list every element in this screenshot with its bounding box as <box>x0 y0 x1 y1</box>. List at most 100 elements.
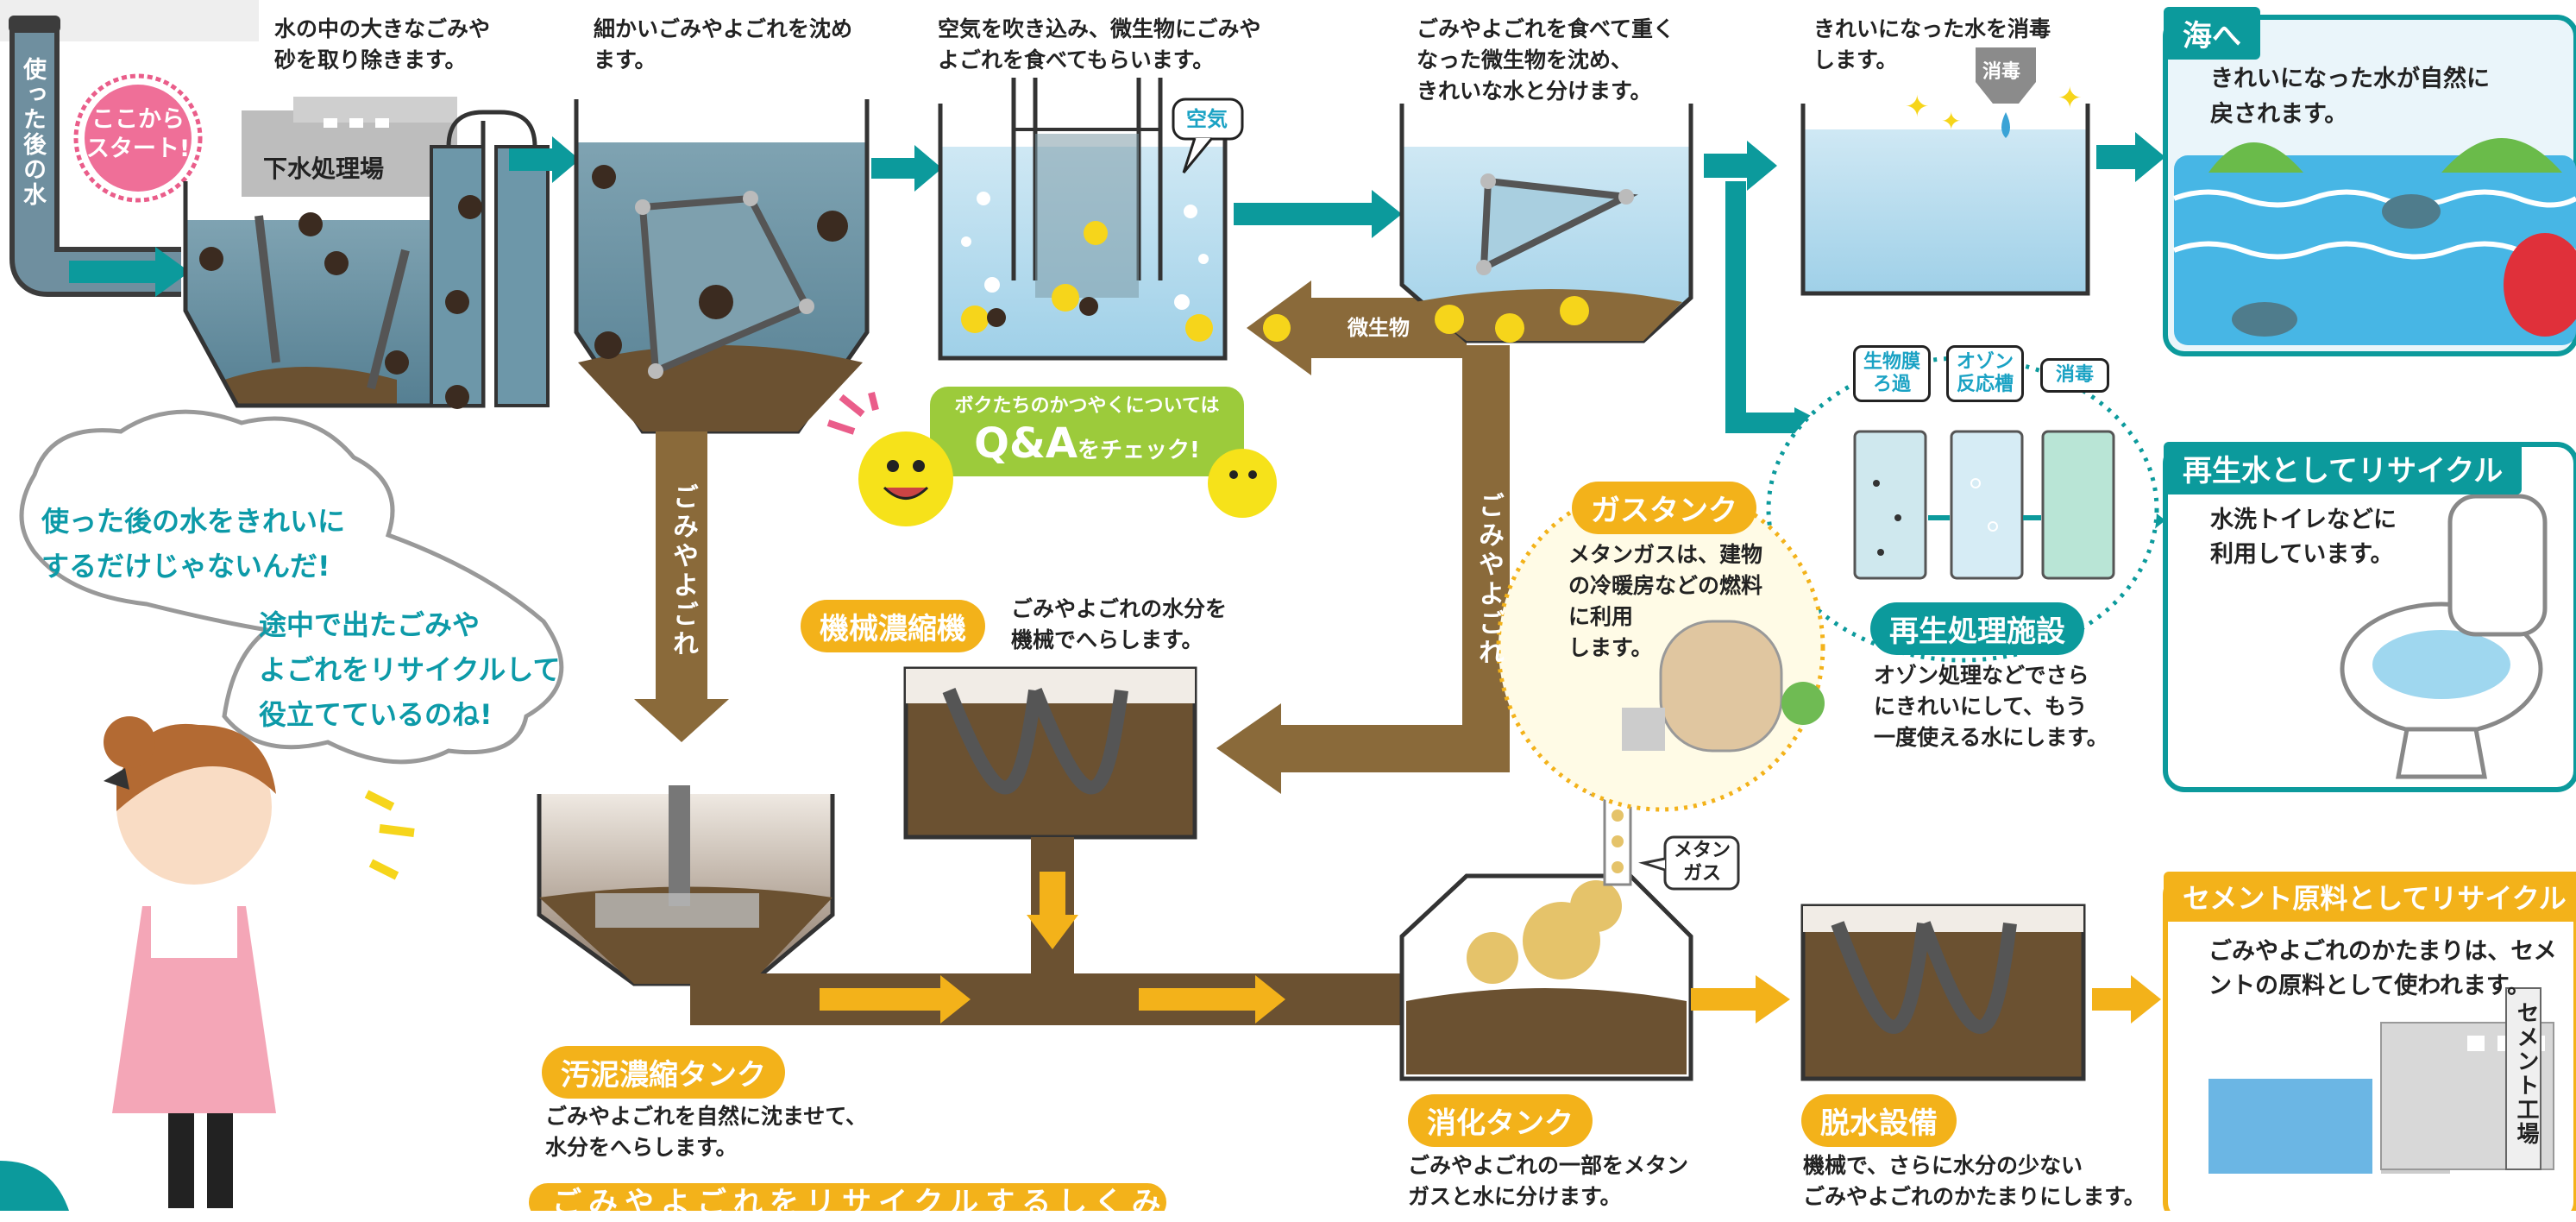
air-bubble-callout <box>1172 98 1244 173</box>
arrow-to-cement <box>2092 975 2161 1024</box>
screen-desc-2: 砂を取り除きます。 <box>274 47 467 72</box>
cement-desc-2: ントの原料として使われます。 <box>2208 973 2531 999</box>
cement-title: セメント原料としてリサイクル <box>2164 872 2576 922</box>
methane-line1: メタン <box>1673 840 1731 861</box>
qa-line2-rest: をチェック! <box>1077 438 1200 463</box>
start-label: ここから スタート! <box>85 105 192 164</box>
mech-desc-2: 機械でへらします。 <box>1011 627 1203 652</box>
disinfect-tank-label: 消毒 <box>1982 61 2021 83</box>
exclaim-lines <box>364 790 415 880</box>
digester-title: 消化タンク <box>1408 1094 1593 1147</box>
dewater-title: 脱水設備 <box>1801 1094 1957 1147</box>
reclaimed-title: 再生水としてリサイクル <box>2164 442 2523 494</box>
sludge-pipe-primary <box>634 431 729 742</box>
gas-desc-4: します。 <box>1568 635 1653 660</box>
secondary-desc-1: ごみやよごれを食べて重く <box>1417 16 1675 41</box>
speech-line3: 途中で出たごみや <box>259 608 481 641</box>
arrow-1 <box>509 136 580 183</box>
gravity-thickener <box>537 785 835 986</box>
badge-disinfect: 消毒 <box>2040 358 2109 393</box>
methane-label: メタン ガス <box>1668 839 1736 885</box>
reclaimed-desc-2: 利用しています。 <box>2210 541 2394 568</box>
reclaim-desc-3: 一度使える水にします。 <box>1874 725 2108 750</box>
arrow-3 <box>1234 190 1402 238</box>
speech-line2: するだけじゃないんだ! <box>41 550 330 583</box>
badge-ozone-2: 反応槽 <box>1956 374 2014 395</box>
cement-desc-1: ごみやよごれのかたまりは、セメ <box>2208 938 2557 965</box>
microbe-label: 微生物 <box>1348 316 1410 340</box>
reclaimed-panel <box>2163 442 2576 792</box>
tank-secondary <box>1399 104 1693 343</box>
dewater-machine <box>1800 904 2086 1081</box>
gravity-desc-2: 水分をへらします。 <box>545 1135 738 1160</box>
qa-line1: ボクたちのかつやくについては <box>954 395 1220 417</box>
plant-building <box>242 97 457 197</box>
svg-text:✦: ✦ <box>1941 107 1961 135</box>
gas-tank-panel <box>1496 482 1825 812</box>
reclaim-facility-title: 再生処理施設 <box>1870 602 2084 655</box>
arrow-2 <box>871 145 942 192</box>
speech-line1: 使った後の水をきれいに <box>41 505 346 538</box>
sea-desc-2: 戻されます。 <box>2210 101 2348 128</box>
mech-desc-1: ごみやよごれの水分を <box>1011 596 1228 621</box>
svg-text:✦: ✦ <box>2058 81 2083 116</box>
sea-desc-1: きれいになった水が自然に <box>2210 66 2490 92</box>
methane-line2: ガス <box>1682 863 1721 885</box>
primary-desc-1: 細かいごみやよごれを沈め <box>594 16 853 41</box>
disinfect-desc-1: きれいになった水を消毒 <box>1813 16 2051 41</box>
svg-text:✦: ✦ <box>1905 90 1930 124</box>
gas-desc-1: メタンガスは、建物 <box>1568 542 1763 567</box>
digester-desc-1: ごみやよごれの一部をメタン <box>1408 1153 1689 1178</box>
screen-desc-1: 水の中の大きなごみや <box>274 16 491 41</box>
start-line2: スタート! <box>85 135 191 162</box>
reclaim-desc-2: にきれいにして、もう <box>1874 694 2088 719</box>
badge-biofilm-1: 生物膜 <box>1863 351 1920 373</box>
inlet-pipe-label: 使った後の水 <box>19 57 46 207</box>
digester-desc-2: ガスと水に分けます。 <box>1408 1184 1622 1209</box>
mech-thickener-title: 機械濃縮機 <box>801 600 985 652</box>
sea-panel <box>2163 15 2576 356</box>
outlet-pipe-1 <box>446 110 537 148</box>
aeration-desc-1: 空気を吹き込み、微生物にごみや <box>938 16 1261 41</box>
secondary-desc-2: なった微生物を沈め、 <box>1417 47 1633 72</box>
gravity-thickener-title: 汚泥濃縮タンク <box>542 1046 785 1099</box>
thickener-down-arrow <box>1027 872 1078 949</box>
methane-callout <box>1638 835 1740 891</box>
gas-desc-2: の冷暖房などの燃料 <box>1568 573 1763 598</box>
badge-biofilm: 生物膜 ろ過 <box>1853 345 1931 402</box>
qa-line2-big: Q&A <box>974 419 1078 468</box>
secondary-desc-3: きれいな水と分けます。 <box>1417 79 1652 104</box>
qa-text: ボクたちのかつやくについては Q&Aをチェック! <box>940 393 1234 476</box>
sludge-pipe-secondary <box>1216 345 1510 794</box>
reclaim-desc-1: オゾン処理などでさら <box>1874 663 2089 688</box>
gas-desc-3: に利用 <box>1568 604 1634 629</box>
arrow-digester-dewater <box>1691 975 1790 1024</box>
start-badge <box>73 73 203 203</box>
tank-primary <box>574 99 870 434</box>
teal-corner <box>0 1161 69 1211</box>
qa-line2: Q&Aをチェック! <box>940 420 1234 476</box>
inlet-pipe <box>9 16 181 297</box>
sludge-label-primary: ごみやよごれ <box>668 483 698 659</box>
badge-ozone: オゾン 反応槽 <box>1946 345 2024 402</box>
arrow-4 <box>1704 141 1777 191</box>
bottom-banner: ごみやよごれをリサイクルするしくみ <box>552 1186 1168 1220</box>
sea-title: 海へ <box>2164 7 2260 60</box>
air-label: 空気 <box>1186 107 1228 131</box>
tank-screen <box>183 121 550 409</box>
girl-character <box>104 716 276 1208</box>
cement-factory-label: セメント工場 <box>2513 1001 2539 1146</box>
dewater-desc-1: 機械で、さらに水分の少ない <box>1803 1153 2083 1178</box>
gas-tank-title: ガスタンク <box>1572 482 1756 534</box>
inlet-arrow <box>69 247 190 297</box>
qa-panel <box>826 381 1277 526</box>
gravity-desc-1: ごみやよごれを自然に沈ませて、 <box>545 1104 868 1129</box>
tank-aeration <box>938 78 1228 361</box>
cement-panel <box>2163 873 2576 1211</box>
bottom-banner-bg <box>524 1178 1172 1211</box>
disinfect-desc-2: します。 <box>1813 47 1898 72</box>
arrow-to-sea <box>2096 132 2165 182</box>
facility-label: 下水処理場 <box>263 154 385 183</box>
primary-desc-2: ます。 <box>594 47 657 72</box>
